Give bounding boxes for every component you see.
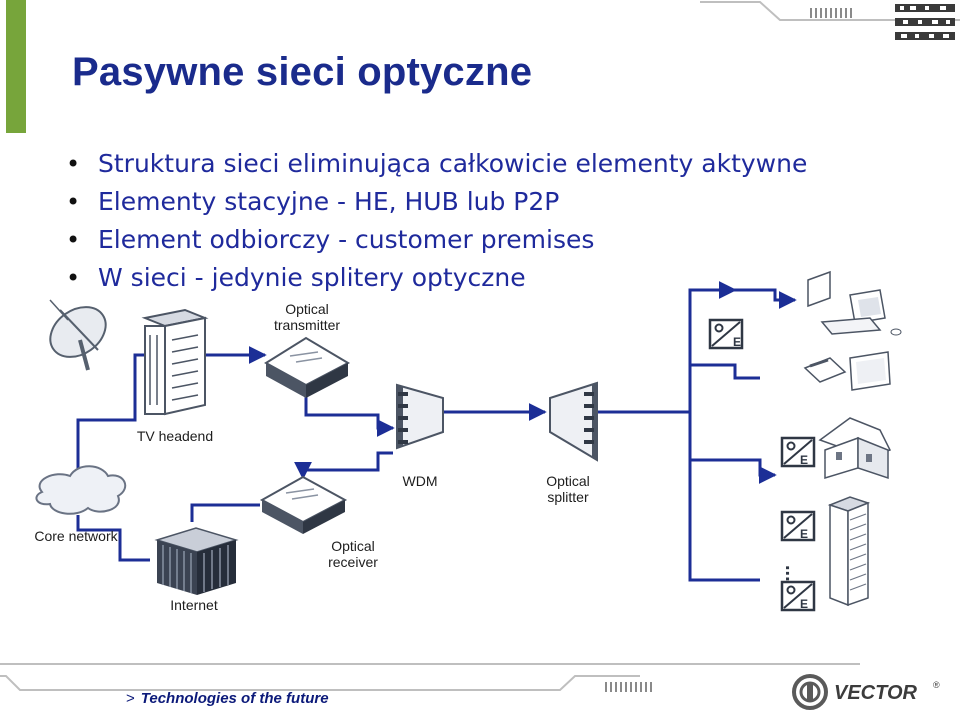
headend-rack-icon [141,308,209,416]
ont-icon: E [780,580,816,612]
footer-tagline-text: Technologies of the future [140,690,329,707]
footer-tagline: > Technologies of the future [126,690,329,707]
bullet-dot-icon: • [66,264,81,292]
bullet-dot-icon: • [66,226,81,254]
internet-server-icon [154,527,239,595]
tv-icon [849,351,891,391]
bullet-text: Elementy stacyjne - HE, HUB lub P2P [98,187,560,216]
computer-icon [807,270,902,336]
footer-decoration [0,663,860,692]
telephone-icon [803,357,847,383]
vector-logo-registered: ® [933,680,940,690]
connection-lines [76,281,797,582]
ont-icon: E [780,436,816,468]
internet-label: Internet [170,597,218,613]
optical-receiver-label-line2: receiver [328,554,378,570]
vector-logo: VECTOR ® [792,674,940,710]
ont-icon: E [708,318,744,350]
transmitter-to-wdm-line [304,395,395,437]
bullet-item: • Elementy stacyjne - HE, HUB lub P2P [66,183,807,221]
bullet-text: Element odbiorczy - customer premises [98,225,595,254]
core-network-label: Core network [34,528,118,544]
corner-decoration [700,1,960,40]
bullet-item: • Element odbiorczy - customer premises [66,221,807,259]
optical-splitter-icon [549,381,598,462]
optical-transmitter-label-line2: transmitter [274,317,340,333]
optical-transmitter-icon [264,336,351,398]
core-network-cloud-icon [35,465,127,515]
svg-text:E: E [800,527,808,541]
wdm-label: WDM [403,473,438,489]
tv-headend-label: TV headend [137,428,213,444]
splitter-branch-bottom-line [688,412,760,582]
svg-text:E: E [800,453,808,467]
house-icon [818,417,892,480]
bullet-item: • Struktura sieci eliminująca całkowicie … [66,145,807,183]
ont-to-pc-line [735,288,797,309]
core-to-internet-line [76,515,150,562]
satellite-dish-icon [49,299,107,371]
headend-to-core-line [76,393,137,470]
footer-arrow: > [126,690,135,707]
optical-receiver-label-line1: Optical [331,538,375,554]
splitter-to-house-line [690,458,777,484]
bullet-dot-icon: • [66,188,81,216]
ont-ellipsis: ... [781,565,803,582]
bullet-text: W sieci - jedynie splitery optyczne [98,263,526,292]
vector-logo-text: VECTOR [834,682,918,704]
optical-transmitter-label-line1: Optical [285,301,329,317]
splitter-branch-middle-line [690,363,760,380]
office-building-icon [827,496,871,607]
optical-splitter-label-line2: splitter [547,489,589,505]
optical-splitter-label-line1: Optical [546,473,590,489]
bullet-text: Struktura sieci eliminująca całkowicie e… [98,149,808,178]
receiver-to-internet-line [190,503,260,522]
ont-icon: E [780,510,816,542]
accent-bar [6,0,26,133]
vector-logo-mark-icon [792,674,828,710]
optical-receiver-icon [259,475,348,534]
splitter-branch-top-line [597,281,737,414]
slide-title: Pasywne sieci optyczne [72,50,533,94]
svg-text:E: E [800,597,808,611]
headend-link-line [133,353,250,393]
wdm-to-receiver-line [294,451,393,480]
bullet-list: • Struktura sieci eliminująca całkowicie … [66,145,807,297]
svg-text:E: E [733,335,741,349]
wdm-icon [396,383,444,450]
bullet-item: • W sieci - jedynie splitery optyczne [66,259,807,297]
bullet-dot-icon: • [66,150,81,178]
